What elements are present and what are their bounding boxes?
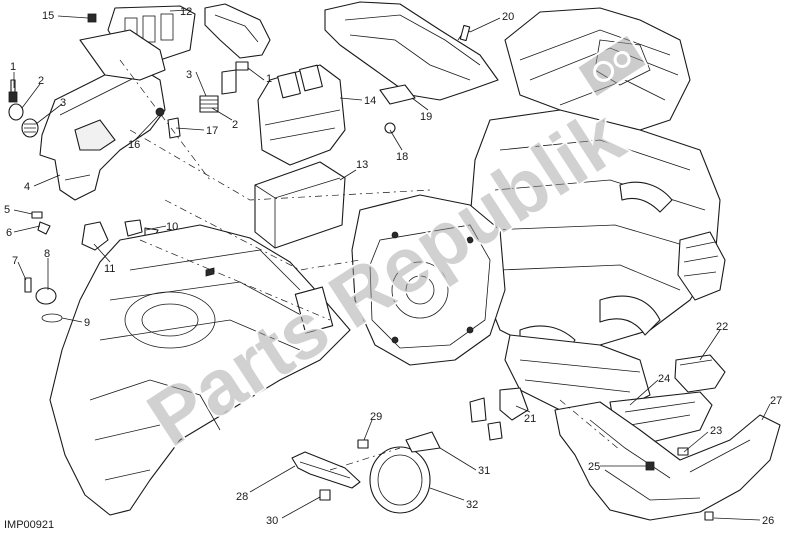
callout-8: 8 — [44, 248, 50, 260]
callout-11: 11 — [104, 263, 115, 275]
callout-16: 16 — [128, 139, 140, 151]
airbox-frame — [49, 224, 351, 516]
callouts: 1 2 3 4 5 6 7 8 9 10 11 12 13 14 15 16 1… — [4, 6, 782, 527]
callout-26: 26 — [762, 515, 774, 527]
callout-3-repeat: 3 — [186, 69, 192, 81]
relay-3-upper — [204, 3, 271, 59]
callout-1: 1 — [10, 61, 16, 73]
hardware-26 — [704, 511, 714, 521]
callout-4: 4 — [24, 181, 30, 193]
callout-20: 20 — [502, 11, 514, 23]
drawing-code: IMP00921 — [4, 519, 54, 531]
callout-29: 29 — [370, 411, 382, 423]
engine-assembly — [351, 7, 726, 411]
ecu-cover-13 — [254, 161, 346, 249]
callout-24: 24 — [658, 373, 670, 385]
callout-9: 9 — [84, 317, 90, 329]
callout-28: 28 — [236, 491, 248, 503]
callout-23: 23 — [710, 425, 722, 437]
callout-5: 5 — [4, 204, 10, 216]
sensor-21 — [469, 387, 529, 441]
callout-1-repeat: 1 — [266, 73, 272, 85]
callout-25: 25 — [588, 461, 600, 473]
side-bracket-4 — [39, 29, 166, 201]
top-cover-19 — [324, 1, 499, 134]
gear-icon — [575, 33, 649, 99]
callout-15: 15 — [42, 10, 54, 22]
leader-lines — [13, 9, 771, 521]
horn-assembly — [291, 431, 441, 514]
callout-3: 3 — [60, 97, 66, 109]
callout-31: 31 — [478, 465, 490, 477]
callout-7: 7 — [12, 255, 18, 267]
callout-12: 12 — [180, 6, 192, 18]
callout-32: 32 — [466, 499, 478, 511]
callout-10: 10 — [166, 221, 178, 233]
assembly-lines — [119, 59, 621, 471]
cover-22 — [674, 354, 726, 393]
callout-19: 19 — [420, 111, 432, 123]
callout-21: 21 — [524, 413, 536, 425]
callout-13: 13 — [356, 159, 368, 171]
callout-30: 30 — [266, 515, 278, 527]
callout-17: 17 — [206, 125, 218, 137]
callout-2: 2 — [38, 75, 44, 87]
ecu-14 — [257, 64, 346, 166]
callout-14: 14 — [364, 95, 376, 107]
callout-22: 22 — [716, 321, 728, 333]
callout-27: 27 — [770, 395, 782, 407]
callout-2-repeat: 2 — [232, 119, 238, 131]
belly-pan-27 — [554, 401, 781, 521]
callout-6: 6 — [6, 227, 12, 239]
callout-18: 18 — [396, 151, 408, 163]
